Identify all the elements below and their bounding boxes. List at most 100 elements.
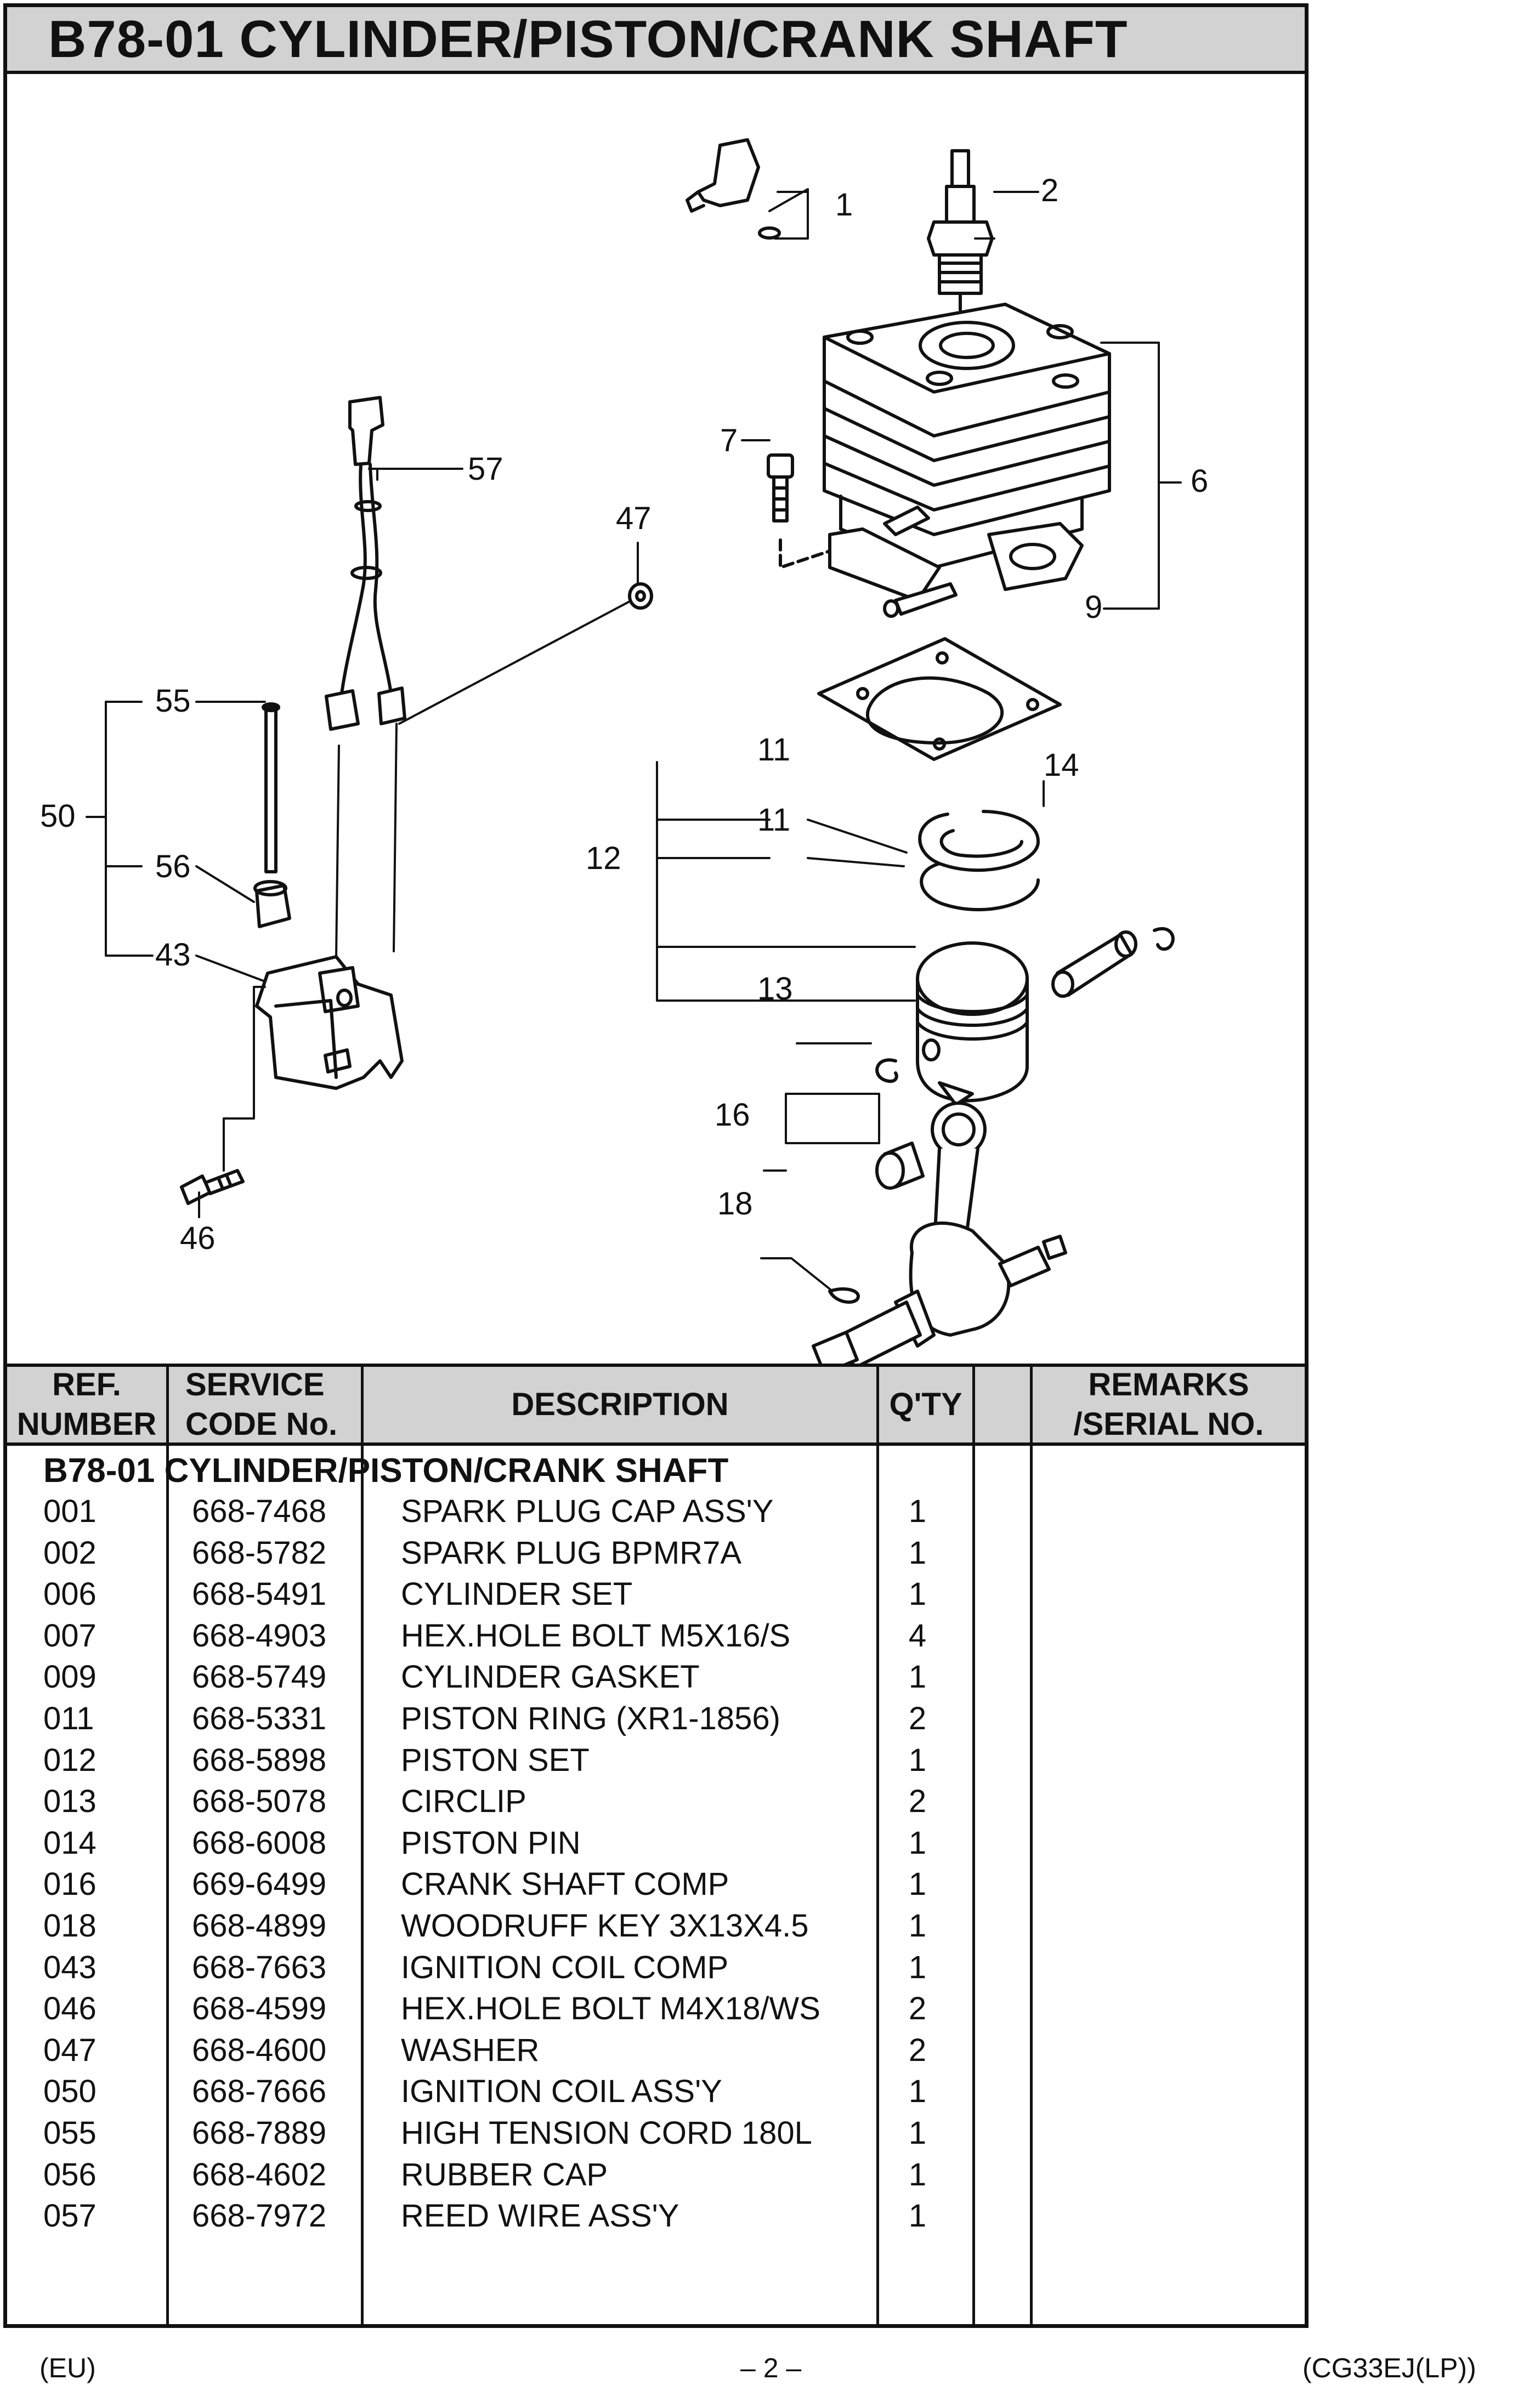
row-service-code: 668-7972: [192, 2198, 327, 2234]
footer-model: (CG33EJ(LP)): [1302, 2353, 1476, 2383]
row-service-code: 668-5898: [192, 1742, 327, 1778]
row-qty: 1: [908, 1907, 927, 1944]
hex-bolt-drawing: [767, 453, 831, 569]
high-tension-cord-drawing: [262, 702, 280, 873]
row-ref-number: 012: [43, 1742, 97, 1778]
table-row: 009 668-5749 CYLINDER GASKET 1: [7, 1657, 1305, 1699]
footer-page-number: – 2 –: [740, 2353, 802, 2383]
row-service-code: 668-7666: [192, 2074, 327, 2110]
header-qty: Q'TY: [889, 1387, 962, 1422]
row-service-code: 668-4600: [192, 2032, 327, 2068]
row-service-code: 668-7663: [192, 1949, 327, 1985]
row-qty: 1: [908, 1535, 927, 1571]
callout-9: 9: [1085, 589, 1102, 625]
callout-12: 12: [586, 840, 621, 876]
column-divider-5: [1030, 1364, 1033, 2324]
row-qty: 1: [908, 2115, 927, 2151]
diagram-svg: 1 2 6 7 9 11 11 12 13 14 16 18 43 46 47 …: [40, 138, 1208, 1364]
row-qty: 1: [908, 1659, 927, 1695]
callout-1: 1: [835, 187, 853, 223]
callout-47: 47: [616, 501, 652, 536]
cylinder-drawing: [823, 303, 1111, 618]
piston-drawing: [916, 941, 1029, 1106]
row-service-code: 668-5749: [192, 1659, 327, 1695]
row-description: WOODRUFF KEY 3X13X4.5: [401, 1907, 809, 1944]
row-ref-number: 009: [43, 1659, 97, 1695]
row-service-code: 668-5491: [192, 1576, 327, 1612]
callout-18: 18: [717, 1186, 753, 1222]
row-qty: 1: [908, 1493, 927, 1529]
piston-pin-drawing: [1051, 930, 1137, 998]
callout-14: 14: [1044, 747, 1079, 783]
table-row: 043 668-7663 IGNITION COIL COMP 1: [7, 1948, 1305, 1990]
footer-region: (EU): [39, 2353, 96, 2383]
row-qty: 1: [908, 1949, 927, 1985]
callout-7: 7: [720, 423, 738, 458]
row-qty: 2: [908, 1991, 927, 2027]
row-description: CRANK SHAFT COMP: [401, 1866, 729, 1902]
callout-50: 50: [40, 798, 76, 834]
row-service-code: 668-7889: [192, 2115, 327, 2151]
row-qty: 1: [908, 1825, 927, 1861]
row-qty: 1: [908, 1866, 927, 1902]
header-ref-number: REF.NUMBER: [16, 1367, 157, 1442]
header-remarks: REMARKS/SERIAL NO.: [1073, 1367, 1264, 1442]
row-qty: 2: [908, 1700, 927, 1736]
exploded-parts-diagram: 1 2 6 7 9 11 11 12 13 14 16 18 43 46 47 …: [7, 74, 1305, 1364]
title-bar: B78-01 CYLINDER/PISTON/CRANK SHAFT: [7, 7, 1305, 74]
callout-46: 46: [180, 1220, 216, 1256]
row-service-code: 669-6499: [192, 1866, 327, 1902]
row-description: WASHER: [401, 2032, 540, 2068]
row-service-code: 668-4602: [192, 2156, 327, 2193]
row-description: HIGH TENSION CORD 180L: [401, 2115, 812, 2151]
row-qty: 1: [908, 1576, 927, 1612]
row-service-code: 668-4903: [192, 1617, 327, 1654]
row-ref-number: 056: [43, 2156, 97, 2193]
spark-plug-drawing: [927, 149, 994, 311]
coil-bolt-drawing: [180, 1169, 245, 1205]
section-title: B78-01 CYLINDER/PISTON/CRANK SHAFT: [43, 1452, 729, 1490]
callout-16: 16: [715, 1097, 750, 1133]
row-description: HEX.HOLE BOLT M4X18/WS: [401, 1991, 820, 2027]
circlip-drawing: [875, 1058, 898, 1083]
ignition-coil-drawing: [255, 955, 404, 1090]
needle-bearing-drawing: [875, 1141, 925, 1190]
table-row: 001 668-7468 SPARK PLUG CAP ASS'Y 1: [7, 1492, 1305, 1534]
row-ref-number: 043: [43, 1949, 97, 1985]
page-title: B78-01 CYLINDER/PISTON/CRANK SHAFT: [48, 10, 1128, 69]
row-description: PISTON RING (XR1-1856): [401, 1700, 780, 1736]
row-service-code: 668-4599: [192, 1991, 327, 2027]
row-qty: 2: [908, 2032, 927, 2068]
row-qty: 1: [908, 2198, 927, 2234]
row-description: SPARK PLUG CAP ASS'Y: [401, 1493, 774, 1529]
row-ref-number: 050: [43, 2074, 97, 2110]
callout-55: 55: [155, 683, 191, 719]
row-description: IGNITION COIL ASS'Y: [401, 2074, 722, 2110]
row-description: REED WIRE ASS'Y: [401, 2198, 679, 2234]
row-description: RUBBER CAP: [401, 2156, 608, 2193]
rubber-cap-drawing: [253, 880, 291, 928]
column-divider-2: [361, 1364, 364, 2324]
row-description: IGNITION COIL COMP: [401, 1949, 729, 1985]
row-qty: 1: [908, 1742, 927, 1778]
row-description: CYLINDER GASKET: [401, 1659, 700, 1695]
row-description: PISTON PIN: [401, 1825, 581, 1861]
row-description: CIRCLIP: [401, 1784, 526, 1820]
circlip-pin-drawing: [1153, 927, 1175, 951]
row-service-code: 668-5331: [192, 1700, 327, 1736]
cylinder-gasket-drawing: [817, 637, 1062, 761]
crankshaft-drawing: [812, 1101, 1067, 1364]
row-ref-number: 001: [43, 1493, 97, 1529]
column-divider-1: [166, 1364, 169, 2324]
row-service-code: 668-7468: [192, 1493, 327, 1529]
